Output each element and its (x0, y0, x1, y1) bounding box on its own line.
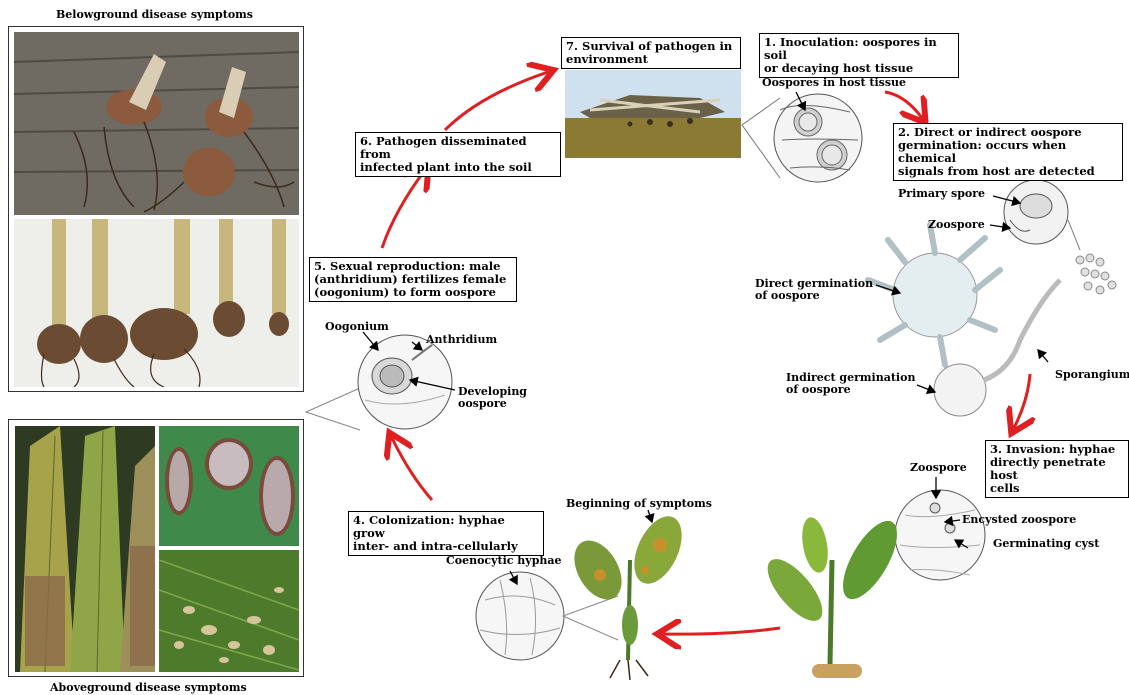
step-1-inoculation: 1. Inoculation: oospores in soil or deca… (759, 33, 959, 78)
soil-debris-photo (565, 70, 741, 158)
oospores-in-host-circle (742, 94, 862, 182)
step-2-germination: 2. Direct or indirect oospore germinatio… (893, 123, 1123, 181)
step-6-dissemination: 6. Pathogen disseminated from infected p… (355, 132, 561, 177)
label-beginning-of-symptoms: Beginning of symptoms (566, 498, 712, 510)
label-sporangium: Sporangium (1055, 369, 1129, 381)
label-primary-spore: Primary spore (898, 188, 985, 200)
label-zoospore-bottom: Zoospore (910, 462, 967, 474)
label-zoospore-top: Zoospore (928, 219, 985, 231)
label-developing-oospore: Developing oospore (458, 386, 527, 410)
label-oospores-in-host: Oospores in host tissue (762, 77, 906, 89)
step-4-colonization: 4. Colonization: hyphae grow inter- and … (348, 511, 544, 556)
oogonium-circle (306, 335, 452, 430)
label-coenocytic-hyphae: Coenocytic hyphae (446, 555, 562, 567)
invasion-circle (895, 490, 985, 580)
label-anthridium: Anthridium (426, 334, 497, 346)
zoospore-cluster (1076, 254, 1116, 294)
label-germinating-cyst: Germinating cyst (993, 538, 1099, 550)
label-oogonium: Oogonium (325, 321, 389, 333)
step-3-invasion: 3. Invasion: hyphae directly penetrate h… (985, 440, 1129, 498)
label-encysted-zoospore: Encysted zoospore (962, 514, 1076, 526)
symptomatic-plant (565, 509, 692, 680)
step-5-sexual-reproduction: 5. Sexual reproduction: male (anthridium… (309, 257, 517, 302)
label-direct-germination: Direct germination of oospore (755, 278, 873, 302)
step-7-survival: 7. Survival of pathogen in environment (561, 37, 741, 69)
primary-spore-circle (1004, 180, 1080, 250)
label-indirect-germination: Indirect germination of oospore (786, 372, 915, 396)
healthy-plant (758, 513, 907, 678)
direct-germination-drawing (868, 225, 1000, 365)
